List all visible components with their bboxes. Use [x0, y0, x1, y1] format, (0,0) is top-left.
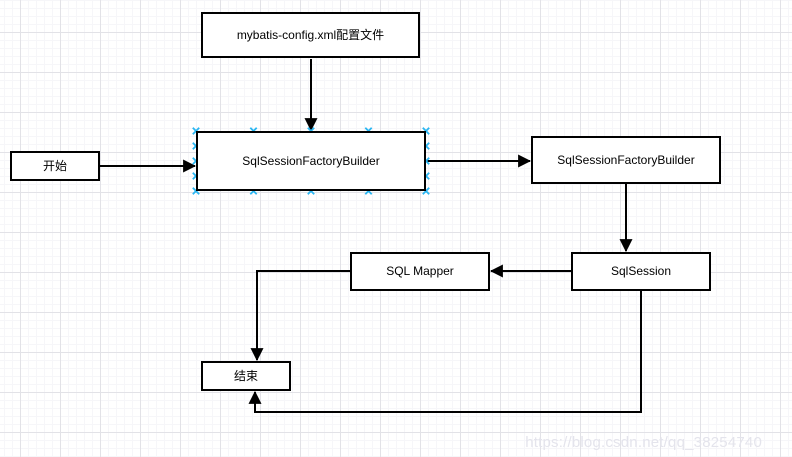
node-builder-label: SqlSessionFactoryBuilder	[242, 153, 380, 168]
node-config[interactable]: mybatis-config.xml配置文件	[201, 12, 420, 58]
node-factory-label: SqlSessionFactoryBuilder	[557, 152, 695, 167]
node-factory[interactable]: SqlSessionFactoryBuilder	[531, 136, 721, 184]
node-session-label: SqlSession	[610, 264, 672, 279]
node-config-label: mybatis-config.xml配置文件	[236, 27, 385, 42]
watermark-text: https://blog.csdn.net/qq_38254740	[525, 434, 762, 451]
node-builder[interactable]: SqlSessionFactoryBuilder	[196, 131, 426, 191]
edge-session-to-end[interactable]	[248, 291, 642, 413]
edge-mapper-to-end[interactable]	[250, 270, 350, 362]
node-session[interactable]: SqlSession	[571, 252, 711, 291]
edges-group	[100, 59, 642, 413]
node-start[interactable]: 开始	[10, 151, 100, 181]
node-end[interactable]: 结束	[201, 361, 291, 391]
node-mapper-label: SQL Mapper	[386, 264, 454, 279]
node-mapper[interactable]: SQL Mapper	[350, 252, 490, 291]
node-start-label: 开始	[42, 158, 67, 173]
node-end-label: 结束	[233, 368, 258, 383]
